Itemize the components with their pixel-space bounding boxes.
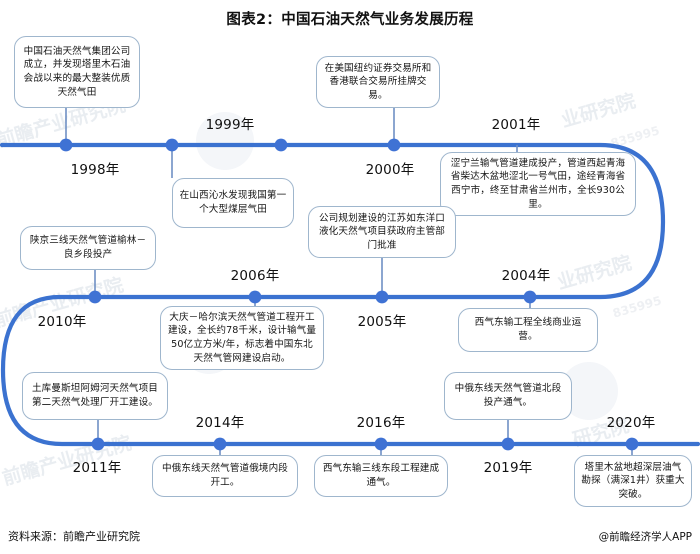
event-bubble-2019[interactable]: 中俄东线天然气管道北段投产通气。	[444, 372, 572, 420]
year-label-2000: 2000年	[365, 162, 415, 178]
event-bubble-1998[interactable]: 中国石油天然气集团公司成立，并发现塔里木石油会战以来的最大整装优质天然气田	[14, 36, 140, 108]
milestone-dot	[501, 437, 515, 451]
year-label-2020: 2020年	[606, 415, 656, 431]
page-title: 图表2：中国石油天然气业务发展历程	[226, 12, 474, 28]
event-text: 在山西沁水发现我国第一个大型煤层气田	[179, 190, 287, 215]
event-bubble-2000[interactable]: 在美国纽约证券交易所和香港联合交易所挂牌交易。	[316, 56, 440, 108]
milestone-dot	[88, 290, 102, 304]
event-text: 西气东输工程全线商业运营。	[474, 317, 582, 342]
milestone-dot	[213, 437, 227, 451]
milestone-dot	[375, 290, 389, 304]
watermark-code: 835995	[609, 123, 662, 151]
year-label-1999: 1999年	[205, 117, 255, 133]
milestone-dot	[59, 138, 73, 152]
app-credit: @前瞻经济学人APP	[598, 531, 692, 543]
watermark-brand: 业研究院	[558, 89, 638, 132]
event-text: 公司规划建设的江苏如东洋口液化天然气项目获政府主管部门批准	[318, 212, 446, 251]
year-label-2006: 2006年	[230, 268, 280, 284]
year-label-2005: 2005年	[357, 314, 407, 330]
event-text: 土库曼斯坦阿姆河天然气项目第二天然气处理厂开工建设。	[31, 383, 159, 408]
event-text: 中俄东线天然气管道北段投产通气。	[454, 383, 562, 408]
milestone-dot	[165, 138, 179, 152]
event-text: 陕京三线天然气管道榆林－良乡段投产	[29, 235, 147, 260]
year-label-2011: 2011年	[72, 460, 122, 476]
event-text: 涩宁兰输气管道建成投产，管道西起青海省柴达木盆地涩北一号气田，途经青海省西宁市，…	[450, 157, 626, 210]
event-bubble-2005[interactable]: 公司规划建设的江苏如东洋口液化天然气项目获政府主管部门批准	[308, 206, 456, 258]
event-text: 西气东输三线东段工程建成通气。	[322, 463, 440, 488]
event-bubble-2004[interactable]: 西气东输工程全线商业运营。	[458, 308, 598, 352]
event-bubble-2020[interactable]: 塔里木盆地超深层油气勘探（满深1井）获重大突破。	[574, 455, 692, 507]
event-bubble-2010[interactable]: 陕京三线天然气管道榆林－良乡段投产	[20, 226, 156, 270]
year-label-2016: 2016年	[356, 415, 406, 431]
event-text: 大庆－哈尔滨天然气管道工程开工建设，全长约78千米，设计输气量50亿立方米/年，…	[167, 311, 317, 364]
event-text: 中国石油天然气集团公司成立，并发现塔里木石油会战以来的最大整装优质天然气田	[23, 45, 131, 98]
milestone-dot	[625, 437, 639, 451]
event-bubble-2014[interactable]: 中俄东线天然气管道俄境内段开工。	[152, 455, 298, 497]
event-text: 塔里木盆地超深层油气勘探（满深1井）获重大突破。	[581, 461, 685, 500]
event-text: 中俄东线天然气管道俄境内段开工。	[161, 463, 289, 488]
event-bubble-2001[interactable]: 涩宁兰输气管道建成投产，管道西起青海省柴达木盆地涩北一号气田，途经青海省西宁市，…	[440, 152, 636, 216]
year-label-2010: 2010年	[37, 314, 87, 330]
year-label-2014: 2014年	[195, 415, 245, 431]
year-label-1998: 1998年	[70, 162, 120, 178]
source-note: 资料来源：前瞻产业研究院	[8, 530, 140, 543]
event-bubble-2011[interactable]: 土库曼斯坦阿姆河天然气项目第二天然气处理厂开工建设。	[22, 372, 168, 420]
event-bubble-2006[interactable]: 大庆－哈尔滨天然气管道工程开工建设，全长约78千米，设计输气量50亿立方米/年，…	[160, 306, 324, 370]
milestone-dot	[248, 290, 262, 304]
event-text: 在美国纽约证券交易所和香港联合交易所挂牌交易。	[324, 62, 432, 101]
milestone-dot	[523, 290, 537, 304]
watermark-code: 835995	[611, 293, 664, 321]
year-label-2004: 2004年	[501, 268, 551, 284]
milestone-dot	[387, 138, 401, 152]
event-bubble-2016[interactable]: 西气东输三线东段工程建成通气。	[314, 455, 448, 497]
watermark-brand: 业研究院	[554, 251, 634, 294]
milestone-dot	[91, 437, 105, 451]
year-label-2019: 2019年	[483, 460, 533, 476]
milestone-dot	[374, 437, 388, 451]
year-label-2001: 2001年	[491, 117, 541, 133]
event-bubble-1999[interactable]: 在山西沁水发现我国第一个大型煤层气田	[172, 178, 294, 228]
milestone-dot	[274, 138, 288, 152]
